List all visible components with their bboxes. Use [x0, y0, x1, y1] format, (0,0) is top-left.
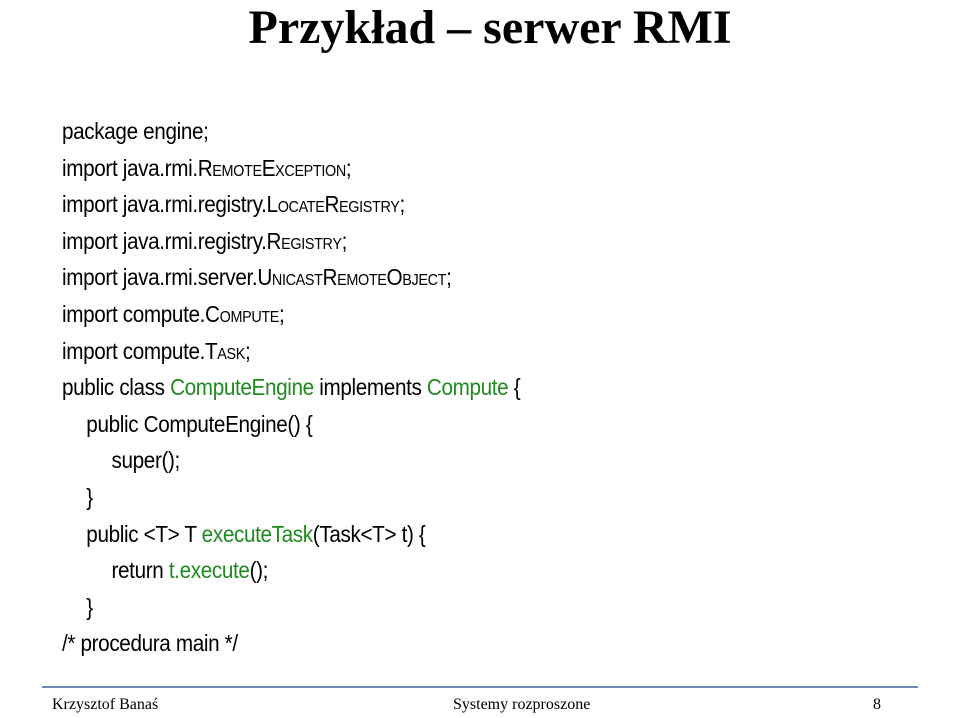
code-text: ();	[249, 557, 269, 584]
code-text: RemoteException;	[197, 154, 352, 181]
code-line: }	[62, 589, 520, 626]
code-line: public class ComputeEngine implements Co…	[62, 369, 521, 406]
code-text: import compute.	[62, 300, 206, 327]
code-line: import java.rmi.registry.Registry;	[62, 223, 520, 260]
code-comment: /* procedura main */	[62, 630, 238, 657]
code-text: LocateRegistry;	[266, 191, 406, 218]
slide-title: Przykład – serwer RMI	[248, 1, 732, 54]
code-line: import java.rmi.registry.LocateRegistry;	[62, 186, 520, 223]
code-text: Registry;	[266, 227, 348, 254]
code-text: (Task<T> t) {	[312, 520, 426, 547]
code-text: UnicastRemoteObject;	[257, 264, 452, 291]
code-text: public ComputeEngine() {	[86, 410, 313, 437]
code-text: import java.rmi.	[62, 154, 198, 181]
code-line: import java.rmi.server.UnicastRemoteObje…	[62, 259, 520, 296]
code-line: super();	[62, 442, 520, 479]
footer-author: Krzysztof Banaś	[52, 696, 159, 713]
code-method-name: executeTask	[201, 520, 313, 547]
code-text: return	[111, 557, 169, 584]
code-interface-name: Compute	[426, 374, 509, 401]
code-listing: package engine; import java.rmi.RemoteEx…	[62, 113, 571, 662]
code-text: public class	[62, 374, 171, 401]
code-line: import compute.Compute;	[62, 296, 520, 333]
code-line: package engine;	[62, 113, 520, 150]
code-text: implements	[313, 374, 427, 401]
code-text: }	[86, 483, 93, 510]
code-text: super();	[111, 447, 181, 474]
code-text: import java.rmi.registry.	[62, 191, 267, 218]
code-line: /* procedura main */	[62, 625, 520, 662]
code-text: import java.rmi.server.	[62, 264, 258, 291]
code-line: return t.execute();	[62, 552, 520, 589]
code-line: }	[62, 479, 520, 516]
code-text: Compute;	[205, 300, 285, 327]
code-text: import compute.	[62, 337, 206, 364]
code-line: public <T> T executeTask(Task<T> t) {	[62, 516, 520, 553]
code-text: import java.rmi.registry.	[62, 227, 267, 254]
code-text: Task;	[205, 337, 251, 364]
footer-course: Systemy rozproszone	[453, 696, 591, 713]
code-text: public <T> T	[86, 520, 202, 547]
code-class-name: ComputeEngine	[170, 374, 314, 401]
code-text: {	[508, 374, 521, 401]
footer-divider	[42, 686, 918, 688]
code-line: import java.rmi.RemoteException;	[62, 150, 520, 187]
code-line: public ComputeEngine() {	[62, 406, 520, 443]
footer-page-number: 8	[873, 696, 881, 713]
code-line: import compute.Task;	[62, 333, 520, 370]
code-method-call: t.execute	[168, 557, 250, 584]
code-text: }	[86, 593, 93, 620]
code-text: package engine;	[62, 118, 209, 144]
